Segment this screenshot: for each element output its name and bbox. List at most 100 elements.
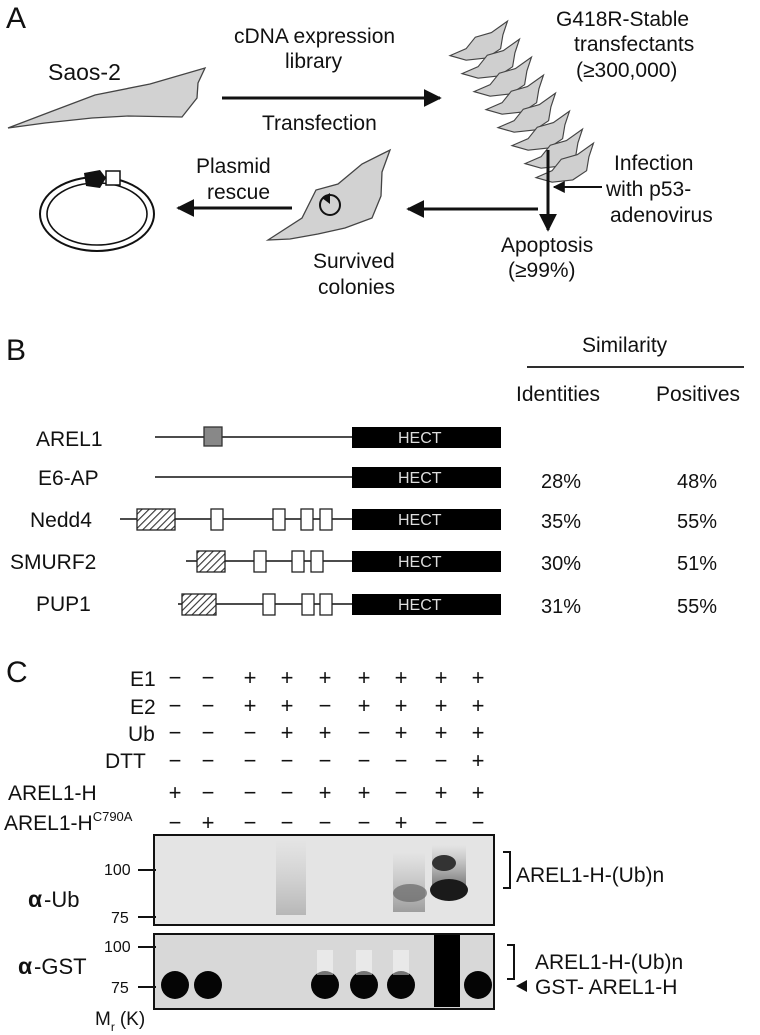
condition-sign: − (435, 810, 448, 835)
hect-label: HECT (398, 512, 442, 529)
apoptosis-label-1: Apoptosis (501, 234, 593, 257)
condition-sign: + (472, 693, 485, 718)
sign-matrix: −−+++++++−−++−++++−−−++−+++−−−−−−−−++−−−… (169, 665, 485, 835)
protein-name: PUP1 (36, 593, 91, 616)
survived-cell (265, 148, 392, 241)
domain-box-grey (203, 426, 223, 447)
condition-sign: − (244, 810, 257, 835)
blot-anti-ub (153, 834, 495, 926)
survived-label-1: Survived (313, 250, 395, 273)
condition-sign: − (319, 748, 332, 773)
gst-band (464, 971, 492, 999)
transfectant-cell (460, 37, 521, 79)
condition-sign: − (202, 748, 215, 773)
mr-label: Mr(K) (95, 1009, 145, 1034)
condition-sign: − (244, 748, 257, 773)
marker-100-blot1: 100 (104, 862, 131, 879)
condition-sign: − (281, 748, 294, 773)
ww-domain (262, 593, 276, 616)
condition-sign: + (281, 665, 294, 690)
hect-label: HECT (398, 597, 442, 614)
ww-domain (272, 508, 286, 531)
blot2-smear (434, 935, 460, 1007)
ww-domain (291, 550, 305, 573)
condition-sign: − (435, 748, 448, 773)
panel-a: A Saos-2 cDNA expression library Transfe… (6, 2, 713, 299)
condition-sign: + (435, 693, 448, 718)
protein-name: Nedd4 (30, 509, 92, 532)
transfectant-cell (496, 91, 557, 133)
row-label-arel1h-mutant: AREL1-HC790A (4, 809, 133, 835)
positives-header: Positives (656, 383, 740, 406)
condition-sign: − (358, 720, 371, 745)
condition-sign: − (472, 810, 485, 835)
condition-sign: + (281, 720, 294, 745)
gst-band (161, 971, 189, 999)
infection-label-3: adenovirus (610, 204, 713, 227)
blot1-band (430, 879, 468, 901)
saos2-label: Saos-2 (48, 59, 121, 85)
condition-sign: + (472, 780, 485, 805)
identity-value: 30% (541, 553, 581, 575)
rescued-plasmid (39, 170, 155, 252)
positive-value: 55% (677, 511, 717, 533)
saos2-cell: Saos-2 (7, 59, 207, 129)
row-label-e2: E2 (130, 696, 156, 719)
condition-sign: + (472, 720, 485, 745)
marker-75-blot2: 75 (111, 980, 129, 997)
blot1-band-label: AREL1-H-(Ub)n (516, 864, 664, 887)
blot1-band (393, 884, 427, 902)
condition-sign: − (202, 693, 215, 718)
condition-sign: + (395, 720, 408, 745)
marker-75-blot1: 75 (111, 910, 129, 927)
condition-sign: − (395, 780, 408, 805)
plasmid-label-2: rescue (207, 181, 270, 204)
transfectant-cells (448, 19, 595, 183)
condition-sign: + (472, 748, 485, 773)
condition-sign: − (319, 810, 332, 835)
cdna-label-2: library (285, 50, 343, 73)
protein-row-arel1: AREL1 HECT (36, 426, 501, 451)
positive-value: 48% (677, 471, 717, 493)
infection-label-1: Infection (614, 152, 693, 175)
gst-band (194, 971, 222, 999)
ww-domain (300, 508, 314, 531)
marker-100-blot2: 100 (104, 939, 131, 956)
row-label-dtt: DTT (105, 750, 146, 773)
plasmid-label-1: Plasmid (196, 155, 271, 178)
ww-domain (253, 550, 267, 573)
condition-sign: − (358, 810, 371, 835)
ww-domain (319, 593, 333, 616)
blot2-band-top-label: AREL1-H-(Ub)n (535, 951, 683, 974)
condition-sign: + (244, 665, 257, 690)
condition-sign: − (319, 693, 332, 718)
apoptosis-label-2: (≥99%) (508, 259, 576, 282)
blot-anti-gst (153, 933, 495, 1010)
blot1-band (432, 855, 456, 871)
condition-sign: + (435, 665, 448, 690)
identity-value: 35% (541, 511, 581, 533)
mutant-superscript: C790A (93, 809, 133, 824)
blot2-alpha: α (18, 953, 32, 979)
hect-domain (352, 467, 501, 488)
positive-value: 51% (677, 553, 717, 575)
gst-smear (393, 950, 409, 975)
cdna-label-1: cDNA expression (234, 25, 395, 48)
protein-name: SMURF2 (10, 551, 96, 574)
identity-value: 31% (541, 596, 581, 618)
condition-sign: + (319, 720, 332, 745)
blot1-bracket (503, 851, 511, 889)
stable-label-1: G418R-Stable (556, 8, 689, 31)
row-label-ub: Ub (128, 723, 155, 746)
gst-bands (161, 950, 492, 999)
identities-header: Identities (516, 383, 600, 406)
condition-sign: + (319, 665, 332, 690)
condition-sign: − (244, 720, 257, 745)
infection-label-2: with p53- (605, 178, 691, 201)
ww-domain (210, 508, 224, 531)
protein-row-smurf2: SMURF2 HECT 30% 51% (10, 550, 717, 575)
condition-sign: − (395, 748, 408, 773)
condition-sign: − (169, 665, 182, 690)
condition-sign: − (169, 810, 182, 835)
hect-domain (352, 594, 501, 615)
